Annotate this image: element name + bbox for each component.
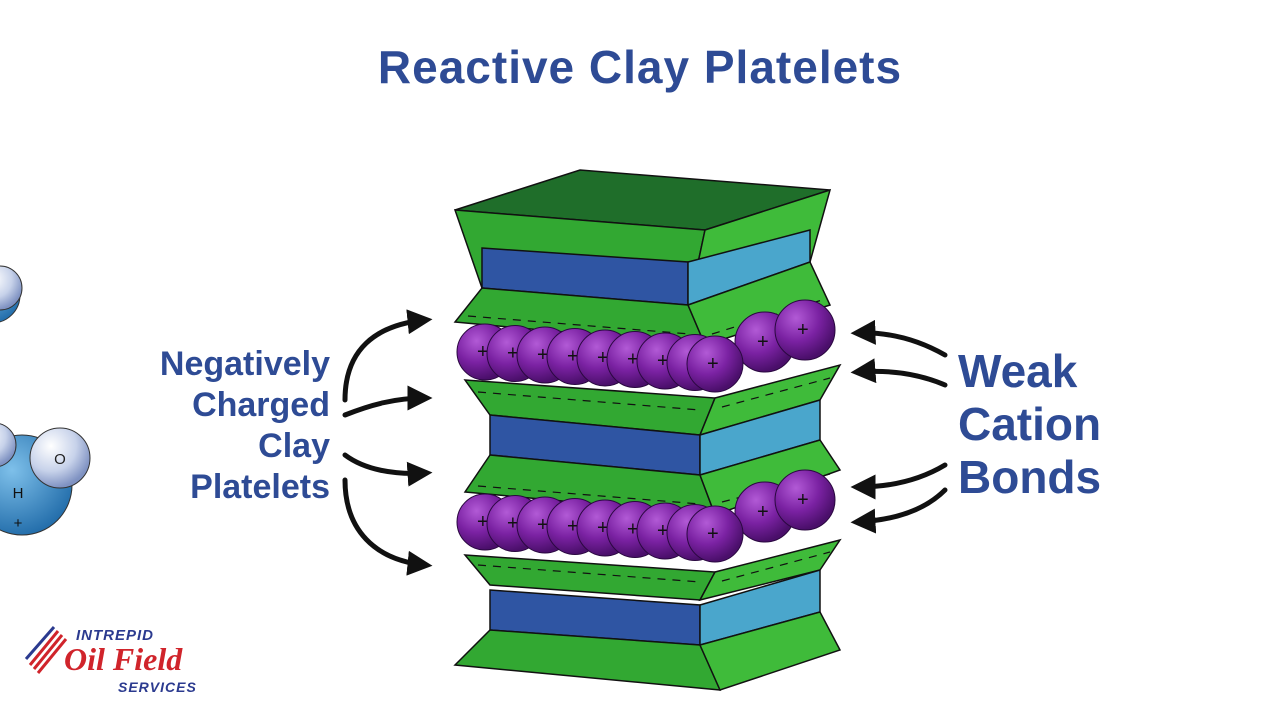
cation-row-2: +++++++++++	[456, 469, 836, 563]
cation-plus-sign: +	[757, 331, 769, 353]
cation-sphere	[774, 469, 836, 531]
cation-plus-sign: +	[707, 353, 719, 375]
cation-sphere	[774, 299, 836, 361]
arrow-right-3	[850, 462, 948, 500]
cation-plus-sign: +	[627, 519, 639, 541]
negatively-charged-label: Negatively Charged Clay Platelets	[160, 344, 330, 508]
arrow-right-1	[850, 319, 948, 358]
cation-plus-sign: +	[507, 513, 519, 535]
left-label-line-4: Platelets	[190, 468, 330, 506]
arrow-left-1	[342, 309, 433, 403]
cation-plus-sign: +	[567, 516, 579, 538]
left-label-line-1: Negatively	[159, 345, 330, 383]
water-molecule-bottom: O H +	[0, 423, 91, 536]
cation-plus-sign: +	[597, 347, 609, 369]
water-molecule-top	[0, 265, 23, 323]
cation-sphere	[686, 335, 744, 393]
oxygen-label: O	[54, 451, 66, 468]
cation-plus-sign: +	[797, 489, 809, 511]
left-arrows	[342, 309, 433, 576]
arrow-left-4	[342, 477, 433, 576]
cation-plus-sign: +	[567, 346, 579, 368]
cation-plus-sign: +	[707, 523, 719, 545]
charge-label: +	[14, 515, 23, 532]
flag-stripes-icon	[24, 626, 68, 674]
right-label-line-1: Weak	[958, 345, 1078, 397]
arrow-right-4	[850, 487, 948, 534]
cation-plus-sign: +	[797, 319, 809, 341]
cation-plus-sign: +	[537, 514, 549, 536]
cation-plus-sign: +	[477, 341, 489, 363]
cation-sphere	[686, 505, 744, 563]
intrepid-logo: INTREPID Oil Field SERVICES	[24, 625, 214, 700]
cation-plus-sign: +	[507, 343, 519, 365]
weak-cation-bonds-label: Weak Cation Bonds	[958, 345, 1101, 504]
slide-title: Reactive Clay Platelets	[377, 41, 903, 93]
right-label-line-2: Cation	[958, 398, 1102, 450]
cation-plus-sign: +	[537, 344, 549, 366]
cation-plus-sign: +	[757, 501, 769, 523]
logo-line-1: INTREPID	[76, 627, 155, 644]
clay-platelet-2	[463, 363, 842, 516]
arrow-left-2	[342, 385, 433, 418]
cation-plus-sign: +	[657, 350, 669, 372]
logo-line-2: Oil Field	[64, 641, 183, 677]
clay-platelet-3	[453, 538, 842, 691]
left-label-line-3: Clay	[258, 427, 330, 465]
arrow-left-3	[342, 452, 433, 487]
right-label-line-3: Bonds	[958, 451, 1102, 503]
cation-plus-sign: +	[477, 511, 489, 533]
arrow-right-2	[850, 358, 948, 388]
logo-line-3: SERVICES	[118, 679, 197, 695]
hydrogen-label: H	[13, 485, 24, 502]
cation-plus-sign: +	[597, 517, 609, 539]
cation-plus-sign: +	[627, 349, 639, 371]
left-label-line-2: Charged	[192, 386, 330, 424]
right-arrows	[850, 319, 948, 534]
cation-plus-sign: +	[657, 520, 669, 542]
cation-row-1: +++++++++++	[456, 299, 836, 393]
clay-platelet-1	[453, 188, 832, 346]
